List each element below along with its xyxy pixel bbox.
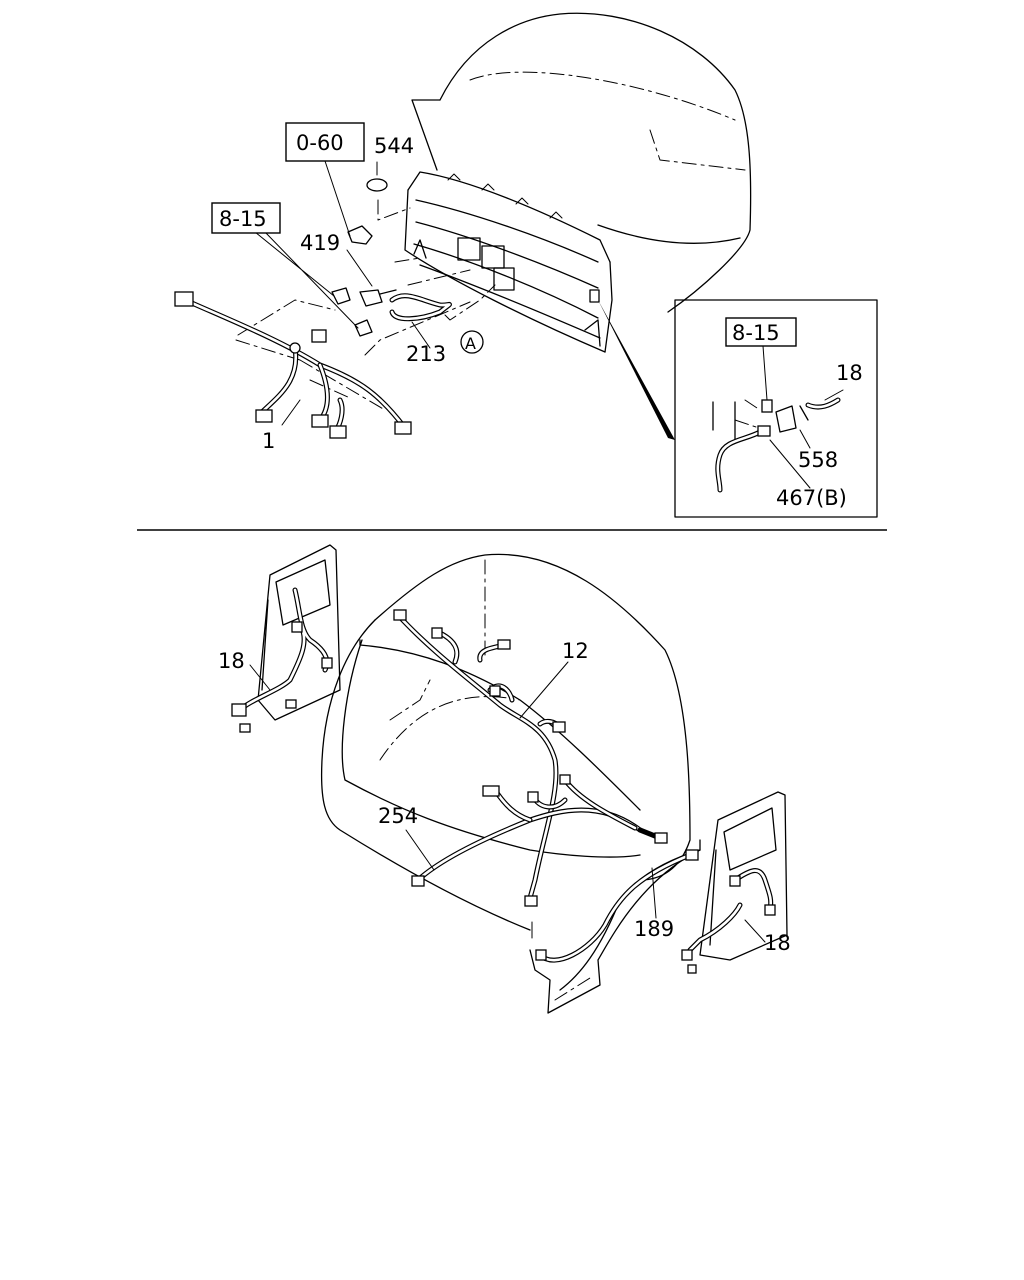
part-254-label: 254 [378,804,418,828]
ref-0-60-label: 0-60 [296,131,344,155]
cab-interior-assembly [231,544,788,1014]
cab-front-assembly [174,12,752,440]
part-189-label: 189 [634,917,674,941]
ref-8-15-inset-label: 8-15 [732,321,780,345]
part-18-inset-label: 18 [836,361,863,385]
part-18-right-label: 18 [764,931,791,955]
detail-inset: 8-15 18 558 467(B) [674,299,878,518]
part-419-label: 419 [300,231,340,255]
part-558-label: 558 [798,448,838,472]
part-12-label: 12 [562,639,589,663]
callout-box-0-60: 0-60 [285,122,365,162]
part-213-label: 213 [406,342,446,366]
part-1-top-label: 1 [262,429,275,453]
callout-box-8-15-main: 8-15 [211,202,281,234]
marker-a-label: A [465,334,476,353]
marker-a: A [460,330,484,354]
part-544-label: 544 [374,134,414,158]
ref-8-15-main-label: 8-15 [219,207,267,231]
part-18-left-label: 18 [218,649,245,673]
part-467b-label: 467(B) [776,486,847,510]
